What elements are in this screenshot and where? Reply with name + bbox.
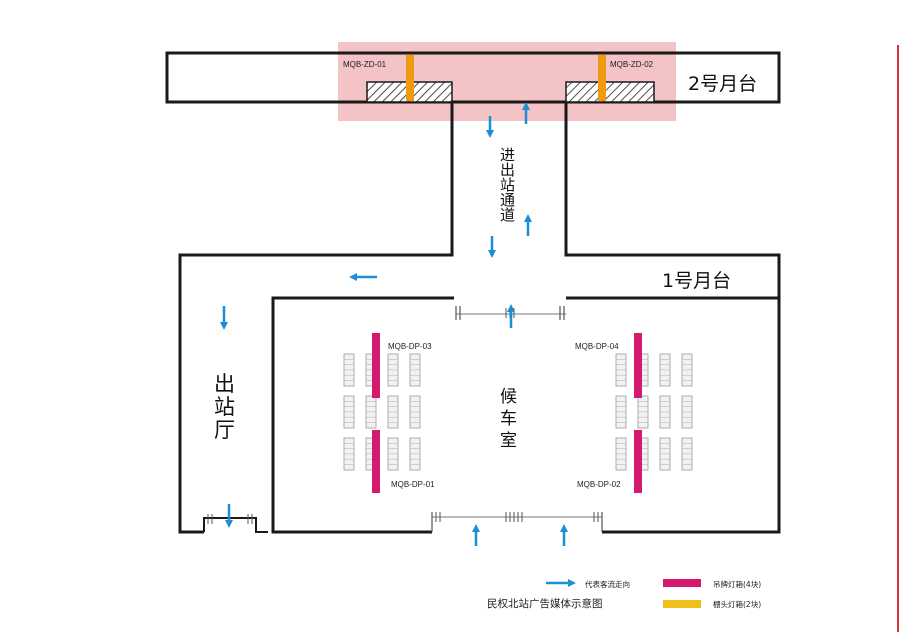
waiting-room-label: 候 车 室	[500, 387, 517, 451]
svg-text:候: 候	[500, 387, 517, 407]
hatched-block-right	[565, 81, 655, 103]
svg-text:出: 出	[500, 161, 515, 179]
corridor-label: 进 出 站 通 道	[500, 146, 515, 224]
legend-pendant-text: 吊牌灯箱(4块)	[713, 579, 761, 589]
media-code-dp01: MQB-DP-01	[391, 480, 435, 489]
waiting-room-bottom-door	[431, 512, 603, 532]
flow-arrows	[220, 102, 568, 546]
pillar-box-zd02	[598, 55, 606, 101]
pendant-box-dp03	[372, 333, 380, 398]
waiting-room-wall-top-right	[566, 296, 781, 534]
media-code-zd02: MQB-ZD-02	[610, 60, 654, 69]
svg-text:出: 出	[214, 372, 235, 396]
svg-text:站: 站	[500, 176, 515, 194]
waiting-room-wall-top-left	[271, 296, 454, 534]
legend: 代表客流走向 吊牌灯箱(4块) 民权北站广告媒体示意图 棚头灯箱(2块)	[487, 579, 761, 610]
legend-title: 民权北站广告媒体示意图	[487, 597, 603, 610]
legend-pillar-swatch	[663, 600, 701, 608]
media-code-dp03: MQB-DP-03	[388, 342, 432, 351]
seat-blocks	[343, 353, 693, 471]
pendant-box-dp04	[634, 333, 642, 398]
platform-1-label: 1号月台	[662, 270, 731, 292]
media-code-dp04: MQB-DP-04	[575, 342, 619, 351]
legend-pendant-swatch	[663, 579, 701, 587]
corridor-wall-right	[564, 102, 781, 298]
exit-hall-door	[203, 514, 268, 533]
pendant-box-dp01	[372, 430, 380, 493]
svg-text:站: 站	[214, 395, 235, 419]
pillar-box-zd01	[406, 55, 414, 101]
svg-text:厅: 厅	[214, 418, 235, 442]
exit-hall-label: 出 站 厅	[214, 372, 235, 442]
media-code-dp02: MQB-DP-02	[577, 480, 621, 489]
platform-2-outline	[165, 51, 781, 104]
legend-arrow-text: 代表客流走向	[585, 579, 630, 589]
corridor-wall-left	[178, 102, 454, 534]
pendant-box-dp02	[634, 430, 642, 493]
svg-text:车: 车	[500, 409, 517, 429]
svg-text:通: 通	[500, 191, 515, 209]
platform-2-label: 2号月台	[688, 73, 757, 95]
svg-text:室: 室	[500, 431, 517, 451]
svg-text:进: 进	[500, 146, 515, 164]
media-code-zd01: MQB-ZD-01	[343, 60, 387, 69]
svg-text:道: 道	[500, 206, 515, 224]
legend-pillar-text: 棚头灯箱(2块)	[713, 599, 761, 609]
